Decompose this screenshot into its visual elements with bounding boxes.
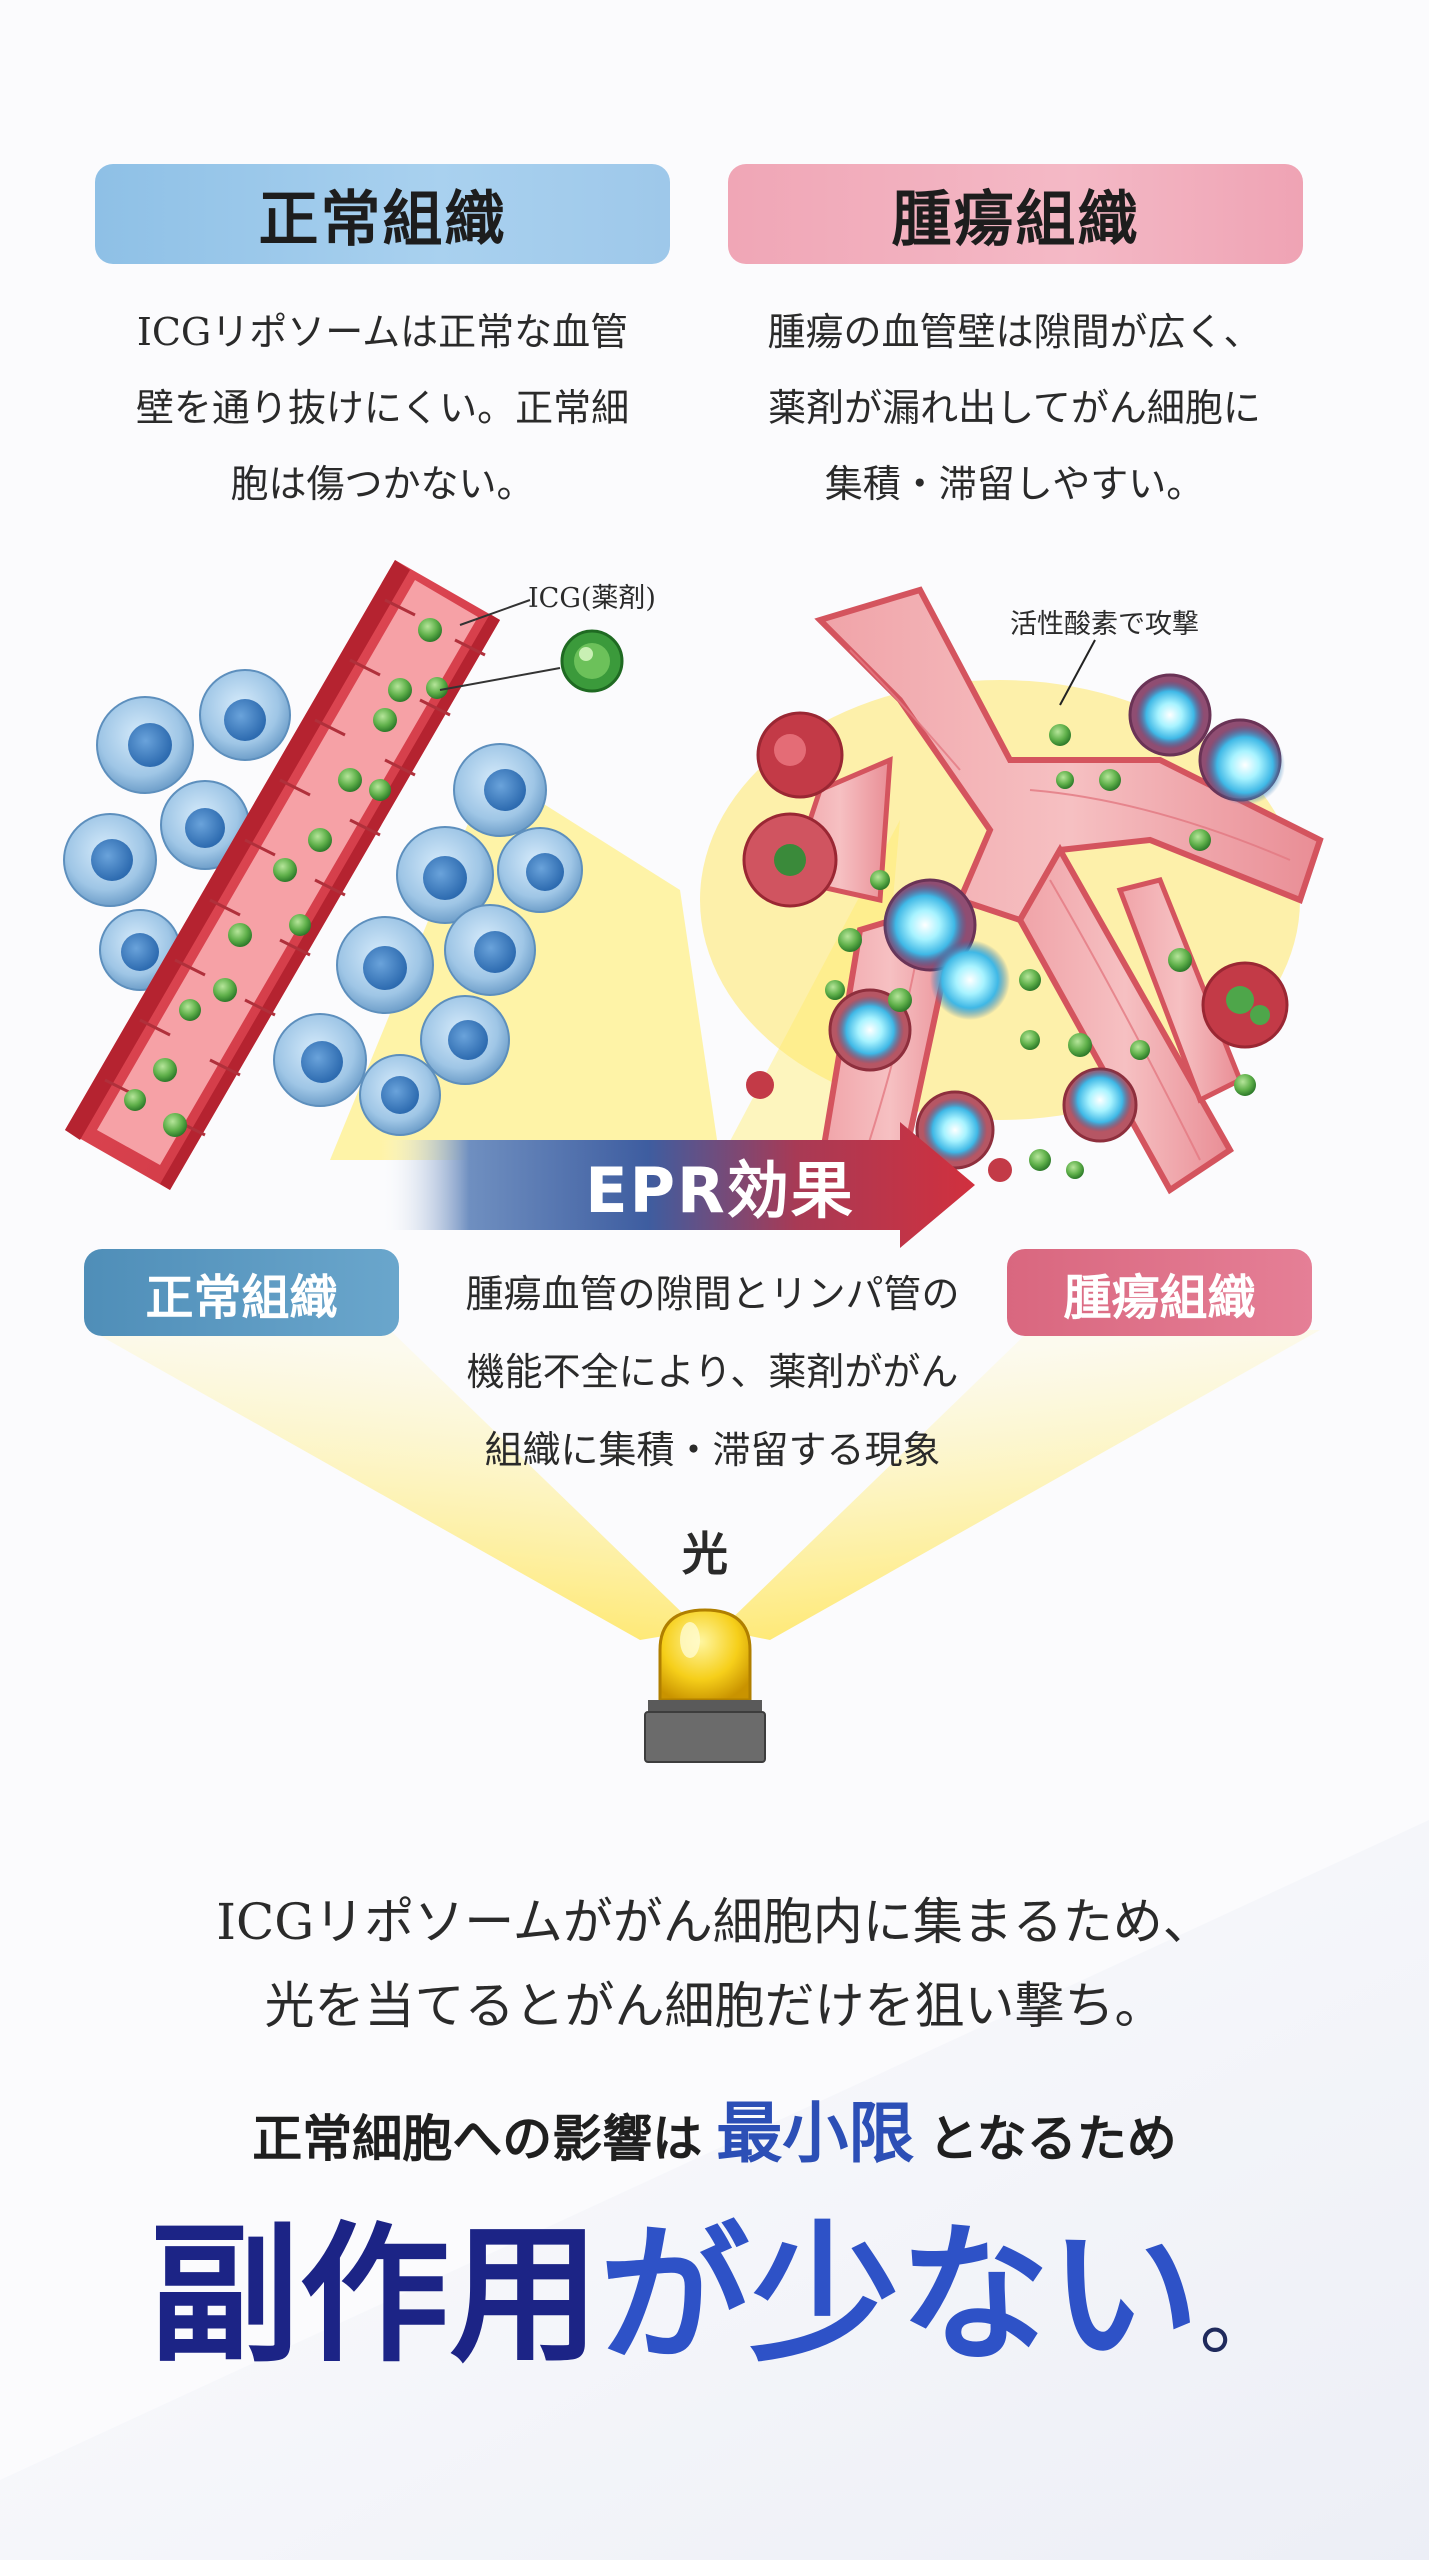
tumor-tissue-description: 腫瘍の血管壁は隙間が広く、 薬剤が漏れ出してがん細胞に 集積・滞留しやすい。: [767, 310, 1262, 506]
warning-light-icon: [644, 1608, 766, 1763]
impact-emphasis: 最小限: [716, 2094, 915, 2172]
epr-description: 腫瘍血管の隙間とリンパ管の 機能不全により、薬剤ががん 組織に集積・滞留する現象: [465, 1272, 960, 1472]
impact-suffix: となるため: [928, 2109, 1177, 2168]
normal-tissue-tag: 正常組織: [84, 1249, 399, 1336]
conclusion-side-effects: 副作用: [149, 2207, 600, 2383]
conclusion-heading: 副作用が少ない。: [60, 2205, 1369, 2410]
icg-label: ICG(薬剤): [528, 583, 656, 614]
conclusion-period: 。: [1199, 2273, 1280, 2366]
tumor-tissue-illustration: [700, 586, 1324, 1195]
epr-arrow: [380, 1122, 975, 1248]
impact-prefix: 正常細胞への影響は: [252, 2109, 703, 2168]
tumor-tissue-title: 腫瘍組織: [728, 164, 1303, 264]
normal-tissue-title: 正常組織: [95, 164, 670, 264]
icg-drug-icon: [560, 629, 624, 693]
impact-line: 正常細胞への影響は最小限となるため: [80, 2080, 1349, 2176]
attack-label: 活性酸素で攻撃: [1010, 609, 1199, 640]
conclusion-few: が少ない: [599, 2207, 1200, 2383]
normal-tissue-illustration: [63, 560, 624, 1190]
normal-tissue-description: ICGリポソームは正常な血管 壁を通り抜けにくい。正常細 胞は傷つかない。: [135, 310, 630, 506]
summary-text: ICGリポソームががん細胞内に集まるため、 光を当てるとがん細胞だけを狙い撃ち。: [216, 1893, 1213, 2035]
light-label: 光: [682, 1527, 728, 1581]
epr-effect-label: EPR効果: [585, 1154, 855, 1227]
tumor-tissue-tag: 腫瘍組織: [1007, 1249, 1312, 1336]
